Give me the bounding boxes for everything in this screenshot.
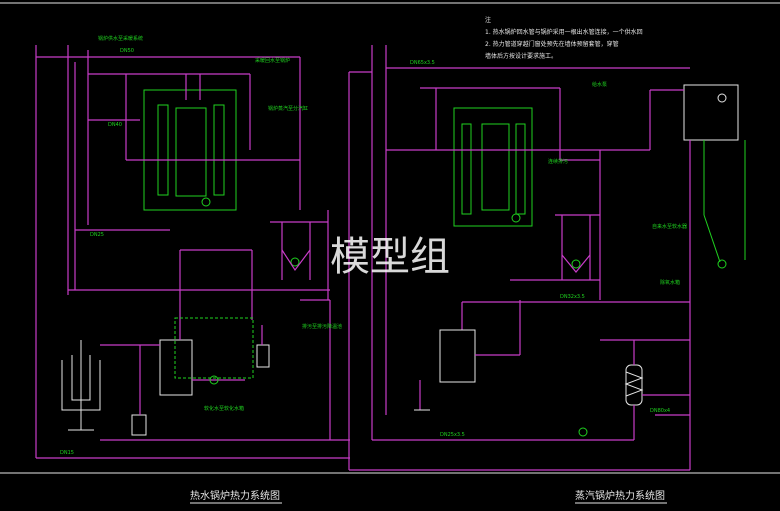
- left-boiler-furnace: [175, 107, 207, 197]
- label-soft: 软化水至软化水箱: [204, 405, 244, 412]
- label-feed: 给水泵: [592, 81, 607, 88]
- central-mains: [348, 45, 690, 471]
- left-expansion-tank: [256, 344, 270, 368]
- label-steam: 锅炉蒸汽至分汽缸: [268, 105, 308, 112]
- left-feed-pump: [209, 375, 219, 385]
- left-drain-pit: [131, 414, 147, 436]
- annotations: 锅炉供水至采暖系统 采暖回水至锅炉 锅炉蒸汽至分汽缸 排污至排污降温池 软化水至…: [60, 35, 687, 456]
- left-system: [35, 45, 350, 459]
- notes-line-1: 1. 热水锅炉回水管与锅炉采用一根出水管连接，一个供水回: [485, 28, 643, 36]
- right-boiler-tube-2: [515, 123, 526, 215]
- right-pump-symbol: [571, 259, 581, 269]
- left-pump-link: [281, 249, 311, 272]
- label-supply: 锅炉供水至采暖系统: [98, 35, 143, 42]
- right-valve-1: [717, 259, 727, 269]
- label-dn-d: DN65x3.5: [410, 60, 435, 66]
- left-boiler-body: [143, 89, 237, 211]
- right-soft-pipe-2: [703, 214, 721, 263]
- left-boiler-tag: [201, 197, 211, 207]
- right-boiler-tag: [511, 213, 521, 223]
- right-boiler-tube-1: [461, 123, 472, 215]
- left-boiler-tube-1: [157, 104, 169, 196]
- notes-heading: 注: [485, 16, 491, 24]
- label-return: 采暖回水至锅炉: [255, 57, 290, 64]
- notes-line-2: 2. 热力管道穿越门窗处预先在墙体预留套管，穿管: [485, 40, 619, 48]
- right-system: [372, 67, 746, 470]
- right-deaerator: [683, 84, 739, 141]
- right-deaerator-gauge: [717, 93, 727, 103]
- label-dn-e: DN32x3.5: [560, 294, 585, 300]
- label-dn-b: DN40: [108, 122, 122, 128]
- right-softener-tank: [439, 329, 476, 383]
- label-blow: 连续排污: [548, 158, 568, 165]
- label-dn-h: DN80x4: [650, 408, 670, 414]
- label-drain: 排污至排污降温池: [302, 323, 342, 330]
- right-feed-pump: [578, 427, 588, 437]
- notes-block: 注 1. 热水锅炉回水管与锅炉采用一根出水管连接，一个供水回 2. 热力管道穿越…: [485, 16, 643, 60]
- label-city: 自来水至软水器: [652, 223, 687, 230]
- label-dn-c: DN25: [90, 232, 104, 238]
- left-dashed-zone: [174, 317, 254, 379]
- title-right: 蒸汽锅炉热力系统图: [575, 489, 665, 502]
- label-dn-f: DN25x3.5: [440, 432, 465, 438]
- label-dn-g: DN15: [60, 450, 74, 456]
- right-separator-coil: [624, 371, 644, 397]
- right-pump-link: [561, 254, 591, 273]
- label-dn-a: DN50: [120, 48, 134, 54]
- label-tank: 除氧水箱: [660, 279, 680, 286]
- left-boiler-tube-2: [213, 104, 225, 196]
- notes-line-3: 墙体后方按设计要求施工。: [485, 52, 557, 60]
- title-left: 热水锅炉热力系统图: [190, 489, 280, 502]
- right-boiler-furnace: [481, 123, 510, 211]
- right-boiler-body: [453, 107, 533, 227]
- left-softener-tank: [159, 339, 193, 396]
- left-pump-symbol: [290, 257, 300, 267]
- watermark: 模型组: [330, 234, 450, 280]
